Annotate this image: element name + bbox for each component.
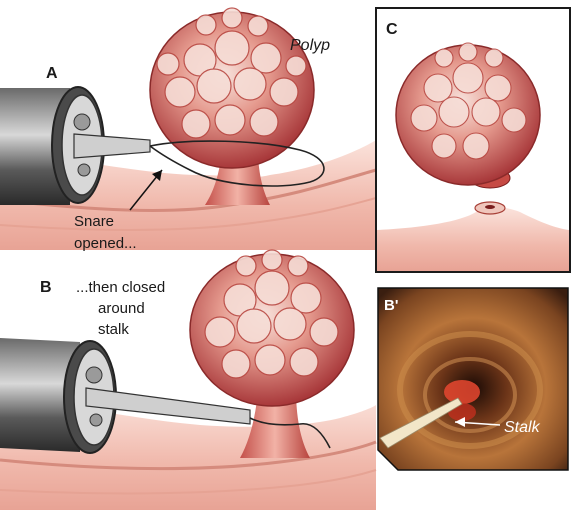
panel-a-label: A [46,65,58,82]
panel-b-label: B [40,279,52,296]
closed-label-line2: around [98,300,145,317]
panel-c-polyp [396,43,540,185]
closed-label-line1: ...then closed [76,279,165,296]
panel-a-polyp [150,8,314,168]
snare-label-line2: opened... [74,235,137,252]
closed-label-line3: stalk [98,321,129,338]
stalk-label: Stalk [504,419,541,436]
panel-b-prime [378,288,568,470]
panel-b-polyp [190,250,354,406]
panel-c [376,8,570,272]
panel-b-prime-label: B' [384,297,398,314]
snare-label-line1: Snare [74,213,114,230]
polyp-label: Polyp [290,37,330,54]
panel-c-label: C [386,21,398,38]
panel-b-prime-polyp [444,380,480,404]
